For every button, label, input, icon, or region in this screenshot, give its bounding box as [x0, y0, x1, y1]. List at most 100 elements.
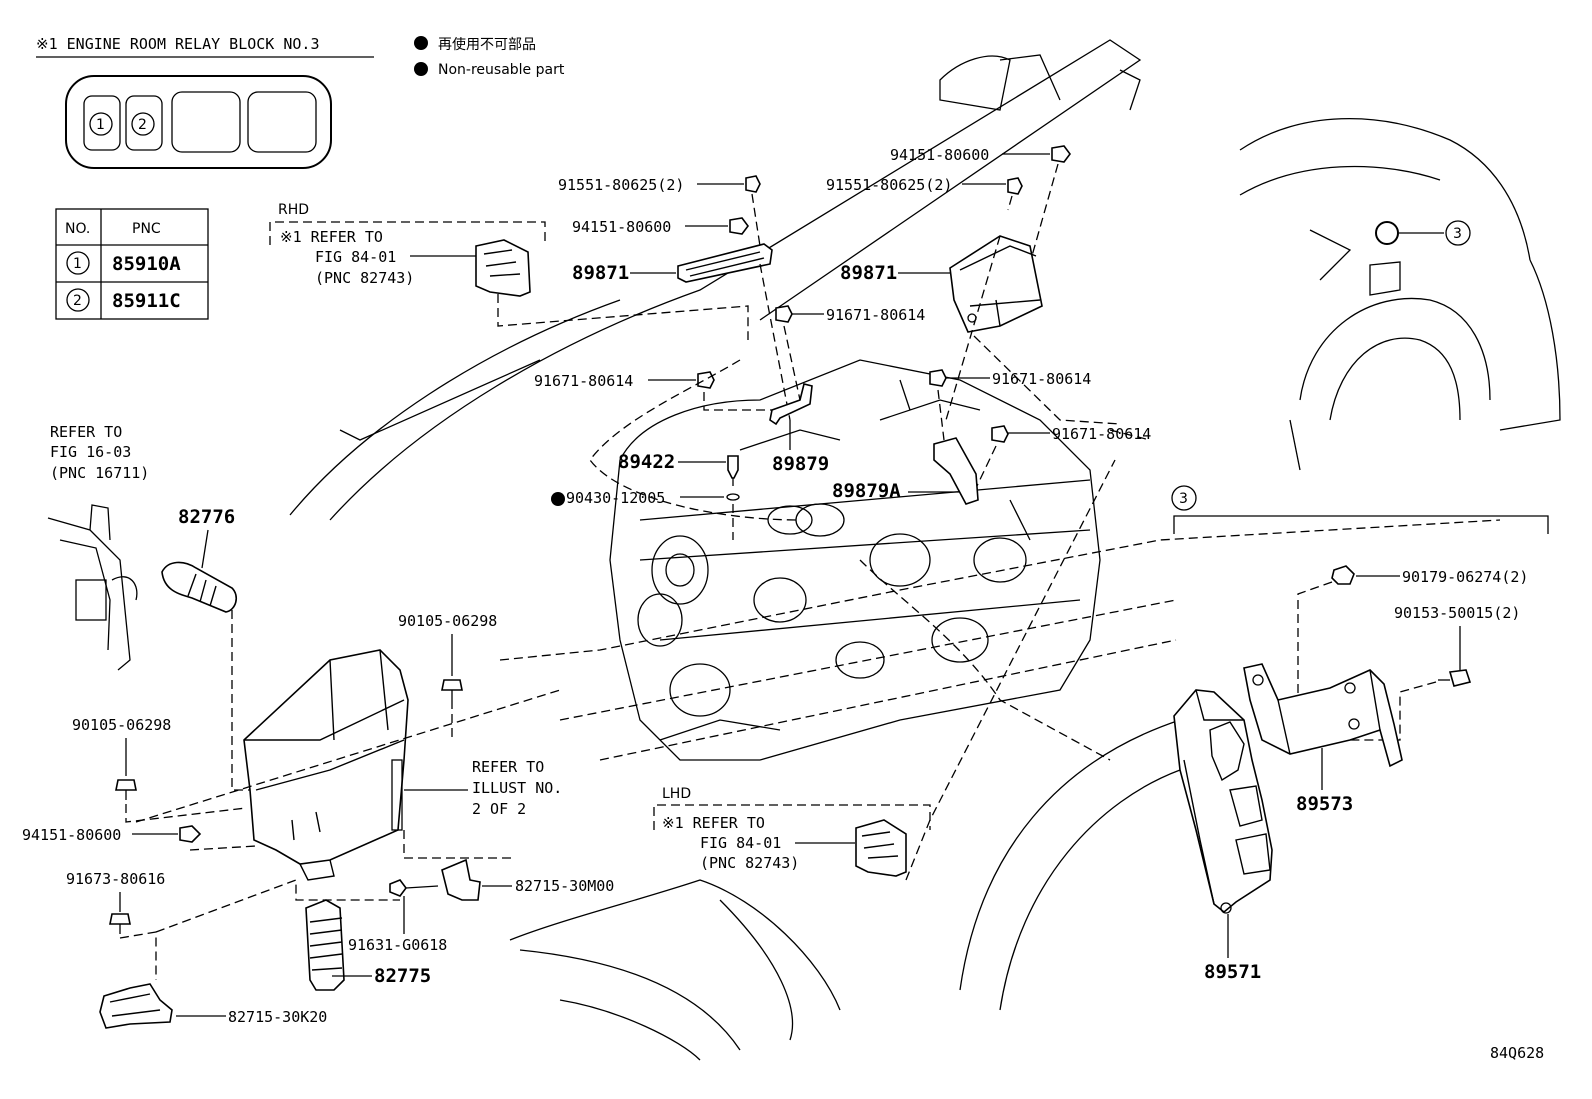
location-marker-icon — [1375, 221, 1399, 245]
bolt-icon — [109, 913, 131, 925]
rhd-note-line1: ※1 REFER TO — [280, 228, 383, 246]
part-washer-tank: 82775 — [243, 649, 512, 991]
fig16-note-line3: (PNC 16711) — [50, 464, 149, 482]
rhd-note-line3: (PNC 82743) — [315, 269, 414, 287]
callout-90430: 90430-12005 — [566, 489, 665, 507]
bracket-89879 — [769, 383, 813, 426]
legend-en: Non-reusable part — [438, 62, 565, 78]
illust-note-line2: ILLUST NO. — [472, 779, 562, 797]
pnc-table-header-pnc: PNC — [132, 221, 161, 237]
lhd-note-line2: FIG 84-01 — [700, 834, 781, 852]
callout-90105-lower: 90105-06298 — [72, 716, 171, 734]
relay-icon — [855, 819, 907, 877]
callout-89871-left: 89871 — [572, 262, 629, 284]
pnc-table-row-pnc: 85911C — [112, 290, 181, 312]
rhd-label: RHD — [278, 202, 309, 218]
relay-block-outline — [65, 75, 332, 169]
bolt-icon — [115, 779, 137, 791]
ref-3-marker: 3 — [1453, 226, 1462, 242]
pnc-table-row-no: 1 — [73, 256, 82, 272]
callout-89571: 89571 — [1204, 961, 1261, 983]
callout-89573: 89573 — [1296, 793, 1353, 815]
illust-note-line1: REFER TO — [472, 758, 544, 776]
callout-89422: 89422 — [618, 451, 675, 473]
bolt-icon — [745, 175, 761, 193]
callout-82775: 82775 — [374, 965, 431, 987]
sensor-89422 — [727, 455, 739, 479]
relay-icon — [475, 239, 531, 297]
callout-91631: 91631-G0618 — [348, 936, 447, 954]
callout-90153: 90153-50015(2) — [1394, 604, 1520, 622]
callout-94151-top-right: 94151-80600 — [890, 146, 989, 164]
pnc-table — [55, 208, 209, 320]
nut-icon — [179, 825, 202, 843]
callout-82715-30K20: 82715-30K20 — [228, 1008, 327, 1026]
bracket-89573 — [1243, 663, 1403, 768]
callout-91673: 91673-80616 — [66, 870, 165, 888]
relay-block-section: ※1 ENGINE ROOM RELAY BLOCK NO.3 1 2 NO. … — [36, 35, 374, 320]
non-reusable-dot-icon — [414, 36, 428, 50]
nut-icon — [1331, 565, 1355, 585]
bracket-89871-left — [677, 243, 773, 283]
bolt-icon — [1448, 669, 1472, 687]
pnc-table-row-pnc: 85910A — [112, 253, 181, 275]
left-fasteners: 90105-06298 90105-06298 94151-80600 9167… — [22, 612, 614, 1029]
bolt-icon — [697, 371, 715, 389]
lhd-note: LHD ※1 REFER TO FIG 84-01 (PNC 82743) — [653, 459, 1116, 881]
callout-89879A: 89879A — [832, 480, 901, 502]
relay-slot-1-label: 1 — [96, 117, 105, 133]
hidden-leaders — [499, 359, 1501, 761]
nut-icon — [729, 217, 749, 235]
ecu-89571 — [1173, 689, 1273, 914]
vehicle-outline — [289, 39, 1561, 1061]
pnc-table-row-no: 2 — [73, 293, 82, 309]
gasket-icon — [726, 493, 740, 501]
callout-91671-d: 91671-80614 — [1052, 425, 1151, 443]
callout-90179: 90179-06274(2) — [1402, 568, 1528, 586]
pnc-table-header-no: NO. — [65, 221, 90, 237]
rhd-note-line2: FIG 84-01 — [315, 248, 396, 266]
callout-90105-upper: 90105-06298 — [398, 612, 497, 630]
relay-slot-4 — [247, 91, 317, 153]
ref-3-detail-marker: 3 — [1179, 491, 1188, 507]
relay-slot-2 — [125, 95, 163, 151]
callout-91551-right: 91551-80625(2) — [826, 176, 952, 194]
bolt-icon — [389, 879, 407, 897]
bolt-icon — [441, 679, 463, 691]
callout-94151-mid: 94151-80600 — [572, 218, 671, 236]
legend-jp: 再使用不可部品 — [438, 36, 536, 53]
callout-82776: 82776 — [178, 506, 235, 528]
bracket-82715-30M00 — [441, 858, 481, 901]
illust-note: REFER TO ILLUST NO. 2 OF 2 — [472, 758, 562, 818]
rhd-note: RHD ※1 REFER TO FIG 84-01 (PNC 82743) — [269, 202, 749, 340]
legend: 再使用不可部品 Non-reusable part — [414, 36, 565, 78]
lhd-note-line1: ※1 REFER TO — [662, 814, 765, 832]
callout-94151-lower: 94151-80600 — [22, 826, 121, 844]
fig16-note-line1: REFER TO — [50, 423, 122, 441]
callout-82715-30M00: 82715-30M00 — [515, 877, 614, 895]
figure-id: 84Q628 — [1490, 1044, 1544, 1062]
lhd-label: LHD — [662, 786, 691, 802]
relay-block-title: ※1 ENGINE ROOM RELAY BLOCK NO.3 — [36, 35, 320, 53]
detail-3: 3 3 90179-06274(2) 90153-50015(2) 89573 — [1171, 220, 1549, 983]
fig16-note-line2: FIG 16-03 — [50, 443, 131, 461]
bolt-icon — [929, 369, 947, 387]
bolt-icon — [991, 425, 1009, 443]
callout-91671-a: 91671-80614 — [826, 306, 925, 324]
relay-slot-3 — [171, 91, 241, 153]
bolt-icon — [775, 305, 793, 323]
relay-slot-2-label: 2 — [138, 117, 147, 133]
callout-91671-b: 91671-80614 — [534, 372, 633, 390]
lhd-note-line3: (PNC 82743) — [700, 854, 799, 872]
bracket-89879A — [933, 437, 979, 505]
illust-note-line3: 2 OF 2 — [472, 800, 526, 818]
callout-89871-right: 89871 — [840, 262, 897, 284]
bolt-icon — [1007, 177, 1023, 195]
non-reusable-dot-icon — [551, 492, 565, 506]
part-82776: 82776 — [161, 506, 256, 791]
callout-91551-left: 91551-80625(2) — [558, 176, 684, 194]
callout-89879: 89879 — [772, 453, 829, 475]
bracket-82715-30K20 — [99, 983, 173, 1029]
filler-neck — [305, 899, 345, 991]
